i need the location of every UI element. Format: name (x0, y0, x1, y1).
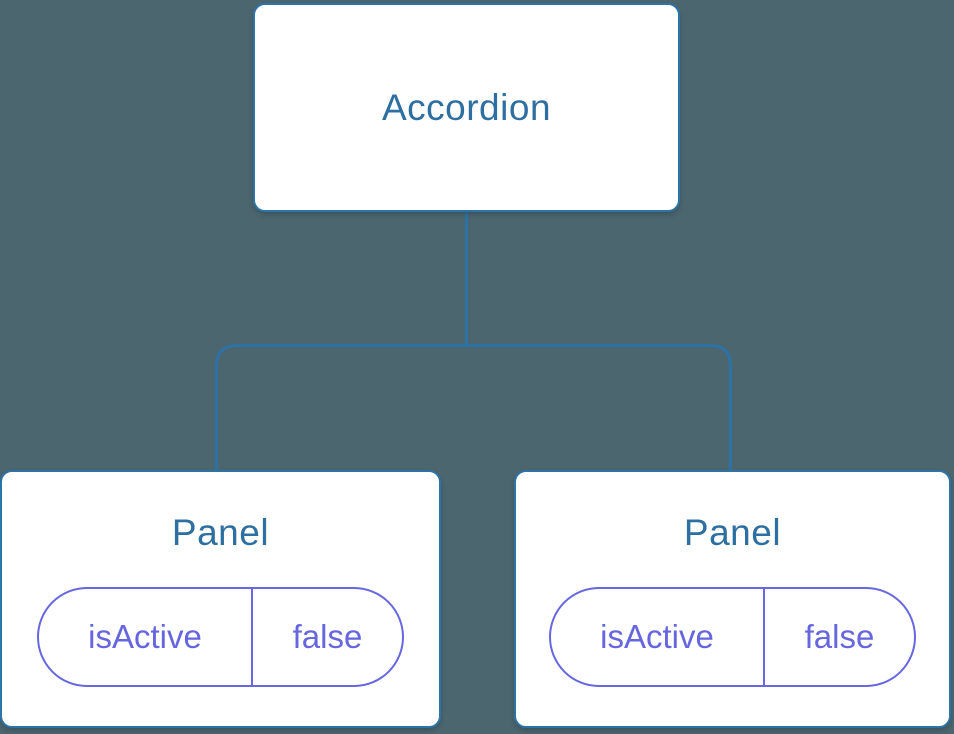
accordion-node: Accordion (253, 3, 680, 212)
panel-node-label: Panel (683, 512, 782, 553)
branch-bracket-line (215, 344, 732, 471)
state-key: isActive (39, 589, 253, 685)
panel-node-right: Panel isActive false (514, 470, 951, 728)
state-value: false (292, 618, 363, 655)
state-pill: isActive false (37, 587, 404, 687)
panel-node-left: Panel isActive false (0, 470, 441, 728)
state-value: false (804, 618, 875, 655)
state-pill: isActive false (549, 587, 916, 687)
panel-node-label: Panel (171, 512, 270, 553)
accordion-node-label: Accordion (381, 86, 552, 128)
state-key: isActive (551, 589, 765, 685)
